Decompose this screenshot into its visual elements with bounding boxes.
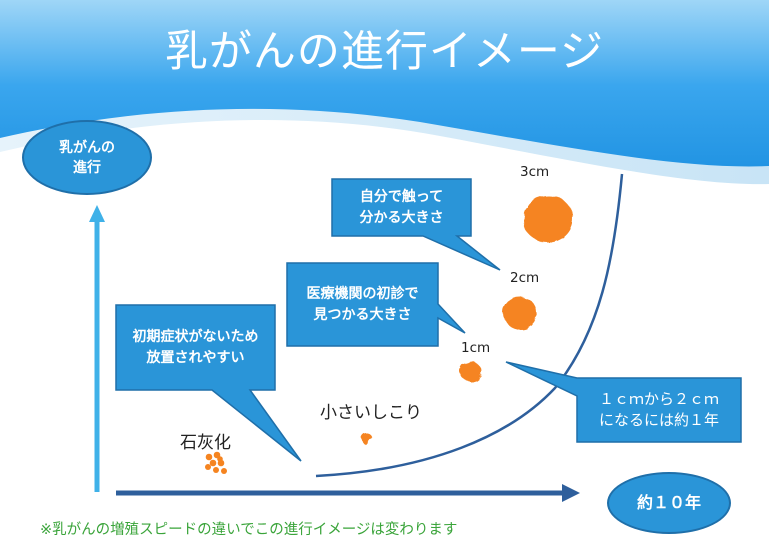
callout-growth-time-text: １ｃｍから２ｃｍ になるには約１年	[598, 390, 719, 429]
label-small-lump: 小さいしこり	[320, 403, 422, 423]
label-3cm: 3cm	[520, 164, 550, 180]
label-calcification: 石灰化	[180, 433, 231, 453]
x-axis-arrowhead	[562, 484, 580, 502]
tumor-2cm	[503, 297, 537, 329]
calcification-dots	[205, 451, 227, 474]
tumors	[361, 195, 573, 445]
callout-first-exam-shape	[286, 262, 466, 347]
page-title: 乳がんの進行イメージ	[164, 27, 605, 77]
growth-curve	[315, 173, 624, 478]
callout-first-exam-text: 医療機関の初診で 見つかる大きさ	[306, 285, 419, 323]
x-axis-label-ellipse: 約１０年	[607, 472, 731, 534]
callout-growth-time-shape	[505, 361, 742, 443]
tumor-1cm	[460, 362, 482, 382]
y-axis-label-ellipse: 乳がんの 進行	[22, 120, 152, 195]
y-axis-arrowhead	[89, 205, 105, 222]
label-2cm: 2cm	[510, 270, 540, 286]
label-1cm: 1cm	[461, 340, 491, 356]
callout-no-symptoms-shape	[115, 304, 302, 462]
callout-no-symptoms-text: 初期症状がないため 放置されやすい	[132, 328, 259, 366]
tumor-3cm	[523, 195, 573, 243]
y-axis-label: 乳がんの 進行	[59, 139, 115, 176]
callout-self-palpation-shape	[331, 178, 501, 271]
x-axis-label: 約１０年	[636, 493, 701, 512]
footnote: ※乳がんの増殖スピードの違いでこの進行イメージは変わります	[40, 522, 458, 538]
tumor-small	[361, 433, 373, 445]
callout-self-palpation-text: 自分で触って 分かる大きさ	[359, 188, 444, 226]
